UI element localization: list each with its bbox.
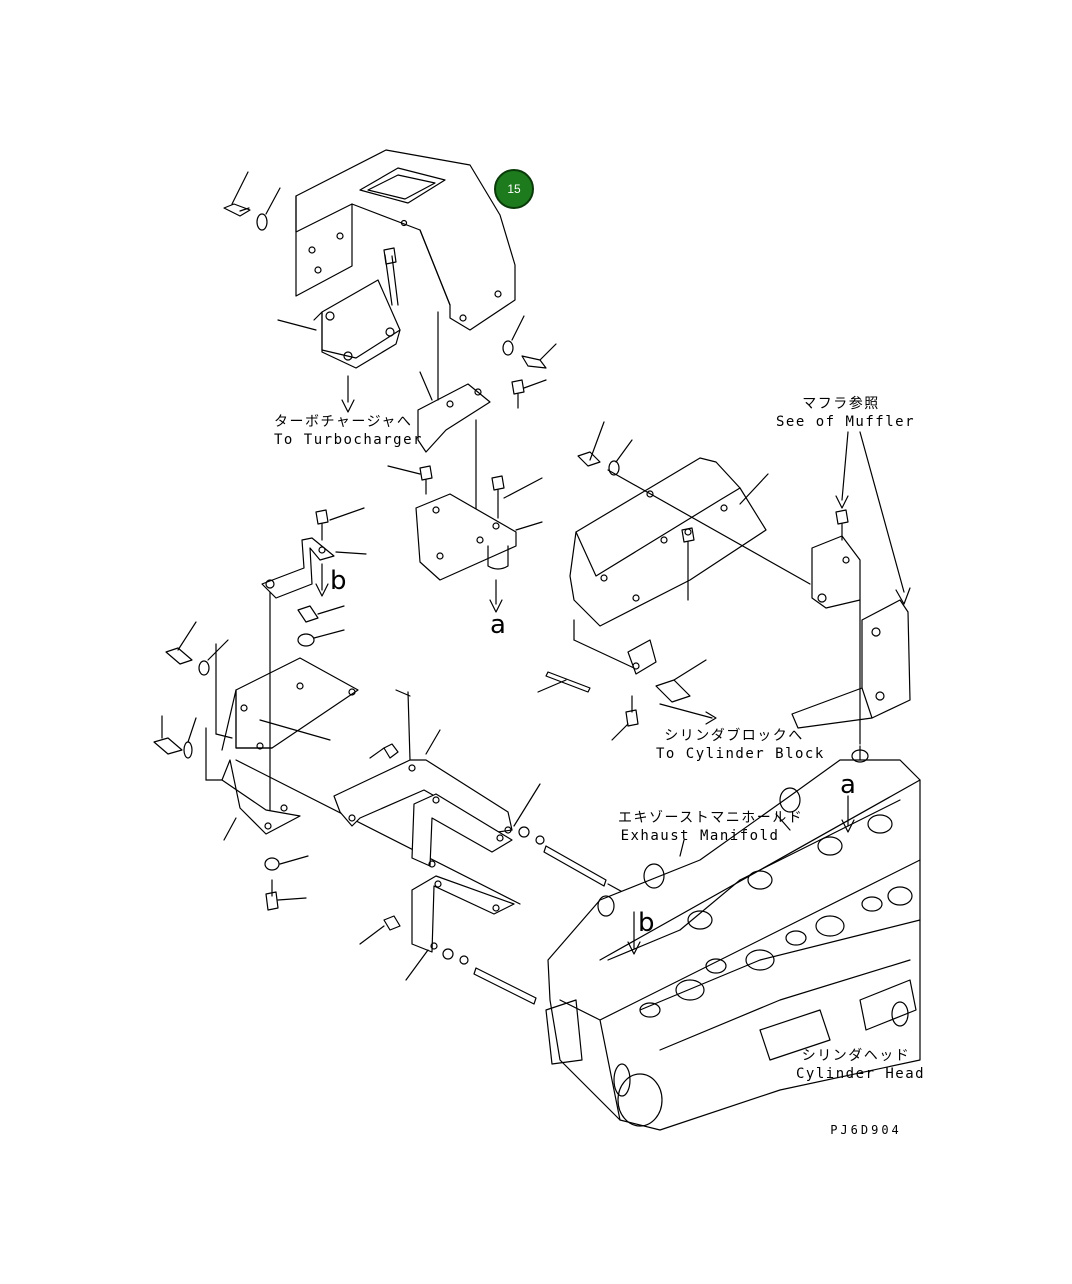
cylinder-head-label-en: Cylinder Head [796, 1066, 926, 1082]
part-number-callout-15[interactable]: 15 [494, 169, 534, 209]
ref-a-head-label: a [840, 770, 856, 800]
cylinder-block-label-en: To Cylinder Block [656, 746, 825, 762]
cylinder-head [546, 746, 920, 1130]
shield-bolt-right [503, 316, 556, 408]
muffler-label-jp: マフラ参照 [802, 396, 880, 412]
ref-b-label: b [330, 566, 347, 596]
left-mounting-plate [154, 508, 520, 910]
manifold-brackets [334, 690, 648, 1004]
turbocharger-label-en: To Turbocharger [274, 432, 423, 448]
cylinder-head-label-jp: シリンダヘッド [801, 1048, 911, 1064]
shield-lower-bracket [278, 248, 400, 412]
callout-number: 15 [507, 182, 521, 196]
turbocharger-label-jp: ターボチャージャへ [274, 414, 413, 430]
exhaust-manifold-label-jp: エキゾーストマニホールド [618, 810, 804, 826]
shield-bolt-left [224, 172, 280, 230]
muffler-label-en: See of Muffler [776, 414, 916, 430]
muffler-bracket [792, 432, 910, 744]
mounting-plate-center [388, 466, 542, 612]
drawing-code: PJ6D904 [830, 1123, 902, 1137]
ref-b-head-label: b [638, 908, 655, 938]
exhaust-manifold-label-en: Exhaust Manifold [620, 828, 780, 844]
long-support-bracket [570, 422, 810, 668]
cylinder-block-label-jp: シリンダブロックへ [664, 728, 804, 744]
cylinder-block-bracket [538, 640, 716, 740]
ref-a-label: a [490, 610, 506, 640]
heat-shield-cover [296, 150, 515, 330]
